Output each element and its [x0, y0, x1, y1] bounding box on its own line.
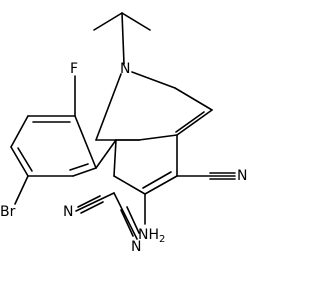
bond-c4-c4a-inner: [175, 111, 205, 133]
nitrile-c7-down: [113, 192, 140, 240]
bond-c5-c6: [144, 175, 178, 195]
atom-label-br: Br: [0, 204, 16, 220]
atom-label-amino: NH2: [138, 227, 165, 245]
bond-c3-c4: [174, 87, 213, 111]
bond-ar4-ar5-inner: [17, 147, 33, 172]
bond-ipr-methyl-left: [93, 12, 123, 31]
bond-c7-cn-left-b: [80, 201, 104, 214]
atom-label-f: F: [70, 61, 78, 77]
nitrile-c7-left: [75, 192, 115, 214]
aryl-ring: [10, 115, 97, 177]
bond-c7-cn-left-a: [77, 195, 101, 208]
carbocycle-ring: [113, 134, 178, 195]
atom-label-nitrile-c7-left: N: [63, 204, 73, 220]
atom-label-nitrile-c5: N: [237, 168, 247, 184]
isopropyl-group: [93, 12, 151, 65]
bond-c7-cn-down: [113, 192, 138, 240]
atom-label-nitrile-c7-down: N: [131, 239, 141, 255]
bond-c1-n: [95, 73, 122, 141]
bond-c6-c7: [113, 175, 146, 195]
bond-ipr-methyl-right: [121, 12, 151, 31]
amino-subscript: 2: [159, 234, 165, 245]
n-ring: [95, 71, 213, 141]
bond-c7-cn-down-b: [126, 206, 140, 234]
bond-ar6-ar1-inner: [69, 163, 89, 171]
bond-c5-c6-inner: [142, 171, 172, 189]
bond-c7-c8: [113, 139, 117, 177]
bond-ar3-ar4: [10, 115, 29, 148]
bond-ar4-ar5: [10, 146, 29, 177]
bond-n-c3: [131, 71, 176, 89]
bond-c7-cn-down-a: [120, 209, 134, 237]
bond-c4a-c8a: [138, 134, 178, 141]
amino-nh-text: NH: [138, 227, 159, 243]
bond-ar-br: [14, 175, 29, 205]
nitrile-c5: [176, 172, 236, 180]
bond-ar6-ar1: [72, 167, 97, 177]
bond-c7-cn-left: [75, 192, 115, 212]
bond-c4-c4a: [176, 109, 213, 136]
molecule-svg: F N Br N N N NH2: [0, 12, 247, 255]
bond-ipr-to-n: [121, 12, 125, 65]
structure-diagram: F N Br N N N NH2: [0, 12, 247, 255]
bond-c8-aryl: [95, 139, 117, 169]
atom-label-n-ring: N: [120, 61, 130, 77]
bond-ar1-ar2: [74, 115, 97, 169]
